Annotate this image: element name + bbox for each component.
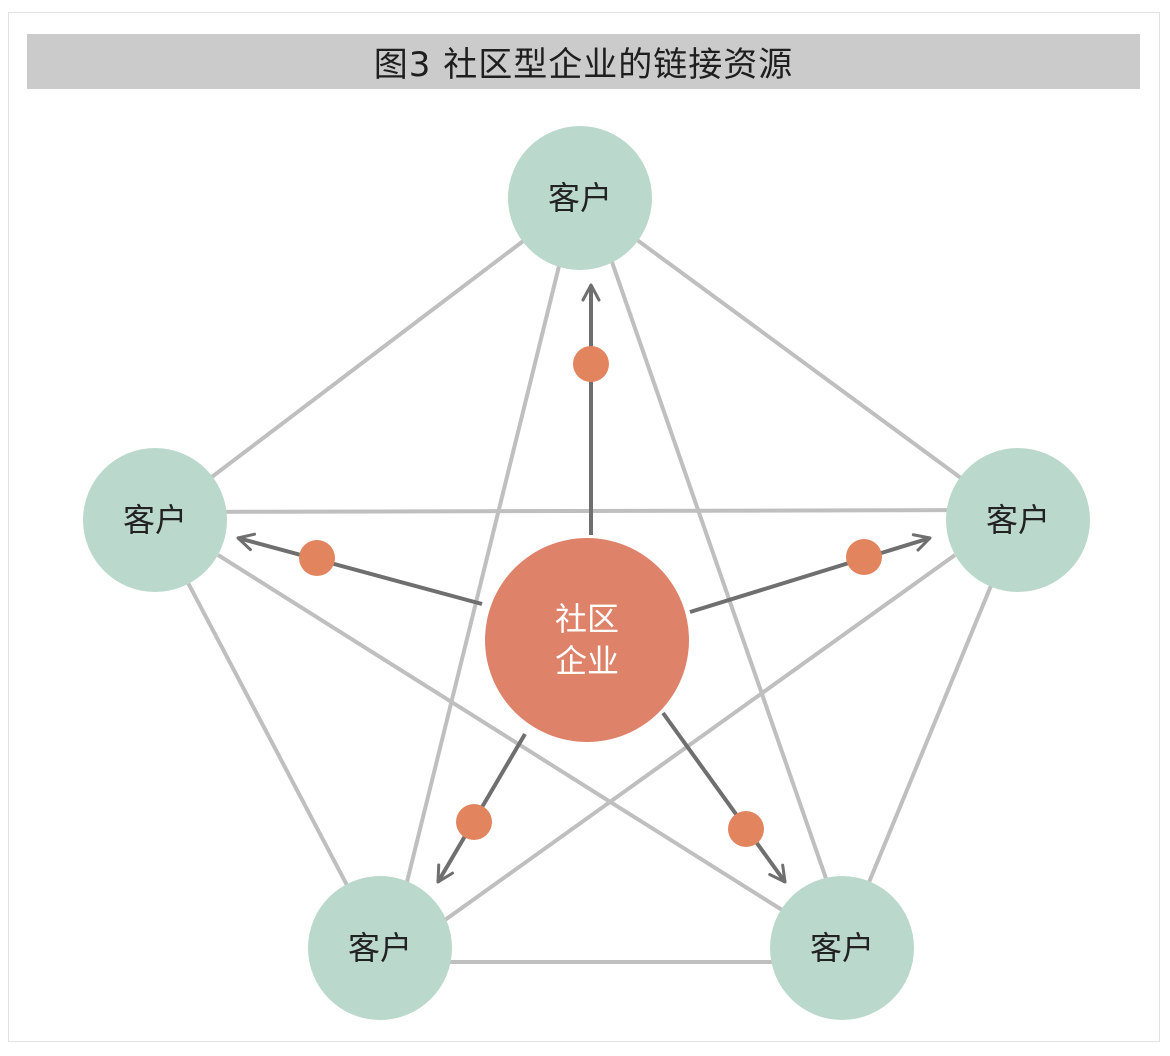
customer-label-right: 客户 bbox=[986, 501, 1050, 539]
resource-dot-left bbox=[299, 540, 335, 576]
arrow-to-left bbox=[236, 532, 483, 606]
customer-node-left: 客户 bbox=[83, 448, 227, 592]
resource-dot-right bbox=[846, 539, 882, 575]
title-bar: 图3 社区型企业的链接资源 bbox=[27, 34, 1140, 89]
edge-left-right bbox=[154, 508, 1019, 514]
customer-node-top: 客户 bbox=[508, 126, 652, 270]
resource-dots-group bbox=[299, 346, 882, 847]
edge-top-bottomleft bbox=[403, 261, 562, 891]
edge-left-bottomright bbox=[216, 553, 792, 917]
resource-dot-bottomright bbox=[728, 811, 764, 847]
center-label-line-2: 企业 bbox=[555, 642, 619, 680]
arrow-to-right bbox=[689, 533, 932, 614]
arrows-group bbox=[236, 283, 932, 884]
figure-title: 图3 社区型企业的链接资源 bbox=[373, 45, 794, 85]
customer-label-top: 客户 bbox=[548, 179, 612, 217]
customer-node-bottom-left: 客户 bbox=[308, 876, 452, 1020]
edge-top-bottomright bbox=[610, 261, 832, 891]
customer-node-bottom-right: 客户 bbox=[770, 876, 914, 1020]
customer-label-left: 客户 bbox=[123, 501, 187, 539]
edge-right-bottomright bbox=[840, 519, 1020, 949]
customer-label-bottom-left: 客户 bbox=[348, 929, 412, 967]
resource-dot-bottomleft bbox=[456, 804, 492, 840]
center-label-line-1: 社区 bbox=[555, 600, 619, 638]
customer-nodes-group: 客户 客户 客户 客户 客户 bbox=[83, 126, 1090, 1020]
resource-dot-top bbox=[573, 346, 609, 382]
edge-top-right bbox=[578, 196, 1020, 522]
edge-left-bottomleft bbox=[153, 519, 382, 949]
center-node: 社区 企业 bbox=[485, 538, 689, 742]
edges-group bbox=[153, 196, 1020, 964]
customer-label-bottom-right: 客户 bbox=[810, 929, 874, 967]
edge-top-left bbox=[153, 196, 582, 522]
arrow-to-bottomright bbox=[661, 711, 787, 884]
customer-node-right: 客户 bbox=[946, 448, 1090, 592]
edge-right-bottomleft bbox=[436, 553, 957, 927]
